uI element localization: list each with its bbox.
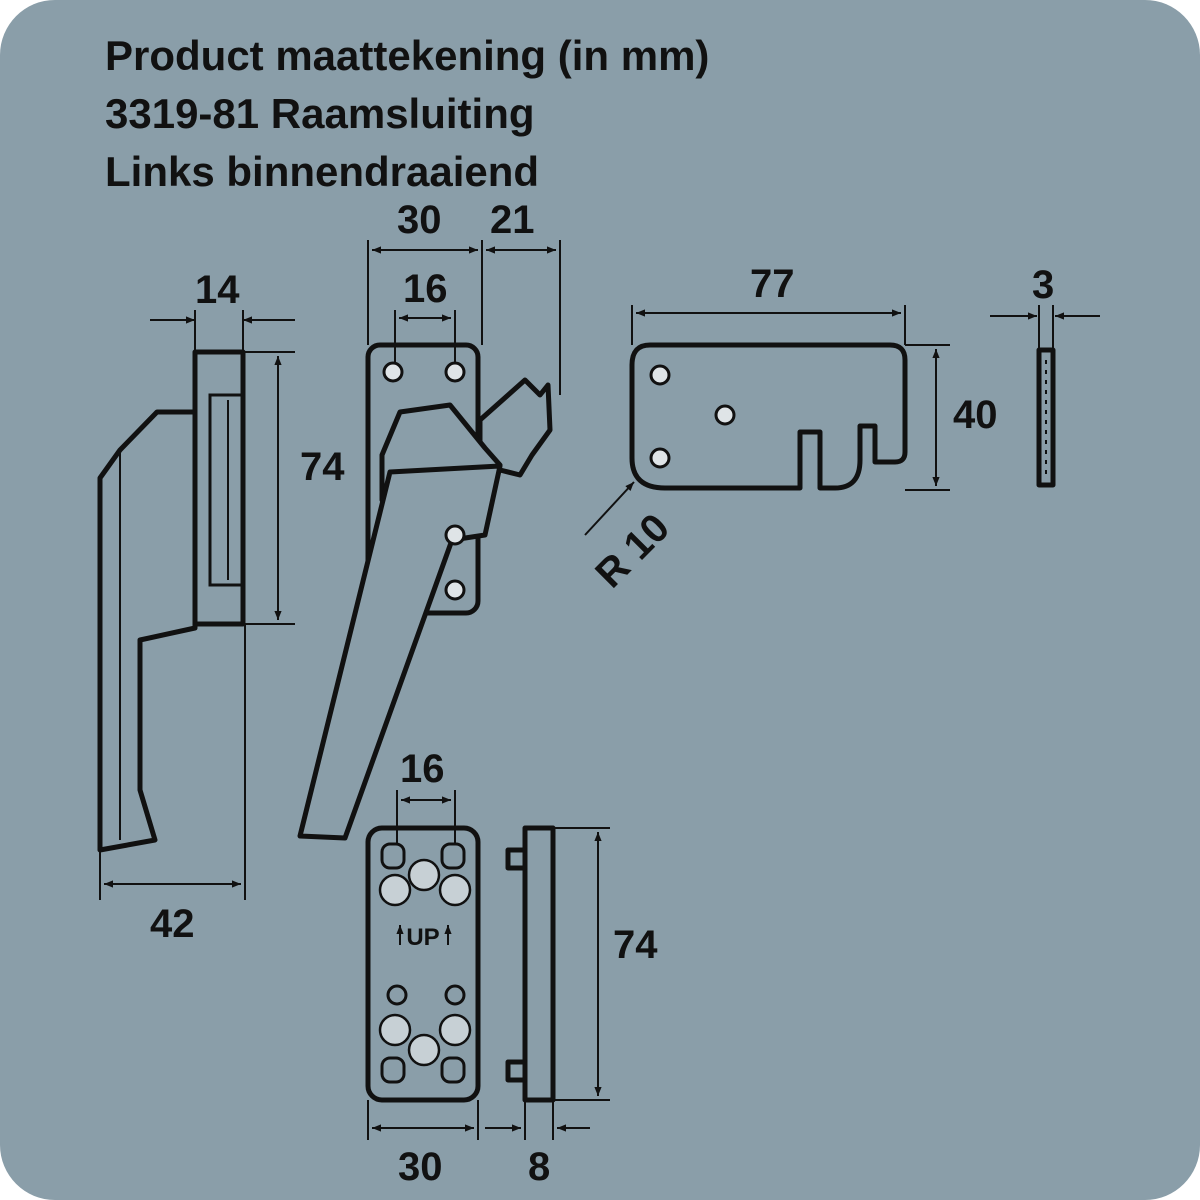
dim-front-screw-spacing: 16: [394, 267, 456, 363]
dim-label-74-plate: 74: [613, 923, 658, 967]
dim-keeper-height: 40: [905, 344, 998, 491]
dim-keeper-thickness: 3: [990, 263, 1100, 350]
handle-front-view: [297, 342, 553, 841]
dim-label-14-top: 14: [195, 268, 240, 312]
title-block: Product maattekening (in mm) 3319-81 Raa…: [105, 32, 709, 195]
dim-handle-width-top: 14: [150, 268, 295, 352]
dim-label-77: 77: [750, 262, 795, 306]
title-line-2: 3319-81 Raamsluiting: [105, 90, 535, 137]
dim-plate-height: 74: [553, 827, 658, 1101]
dim-keeper-length: 77: [631, 262, 906, 345]
dim-plate-screw-spacing: 16: [396, 747, 456, 844]
dim-handle-width-bottom: 42: [99, 624, 246, 946]
dim-label-16-bottom: 16: [400, 747, 445, 791]
mounting-plate-side-view: [505, 825, 556, 1103]
plate-up-label: UP: [406, 924, 439, 951]
dim-front-width: 30 21: [367, 198, 561, 395]
dim-label-16-top: 16: [403, 267, 448, 311]
dim-label-40: 40: [953, 393, 998, 437]
mounting-plate: UP: [365, 825, 481, 1103]
dim-plate-side-depth: 8: [485, 1100, 590, 1189]
dim-plate-width: 30: [367, 1100, 479, 1189]
dim-label-3: 3: [1032, 263, 1054, 307]
dim-label-8: 8: [528, 1145, 550, 1189]
keeper-side-view: [1036, 347, 1056, 488]
keeper-plate: [629, 342, 908, 491]
handle-side-view: [97, 349, 246, 853]
dim-label-74-handle: 74: [300, 445, 345, 489]
dim-label-30-top: 30: [397, 198, 442, 242]
dim-label-30-bottom: 30: [398, 1145, 443, 1189]
dim-handle-height: 74: [243, 351, 345, 625]
dim-label-21: 21: [490, 198, 535, 242]
title-line-3: Links binnendraaiend: [105, 148, 539, 195]
dim-label-42: 42: [150, 902, 195, 946]
title-line-1: Product maattekening (in mm): [105, 32, 709, 79]
